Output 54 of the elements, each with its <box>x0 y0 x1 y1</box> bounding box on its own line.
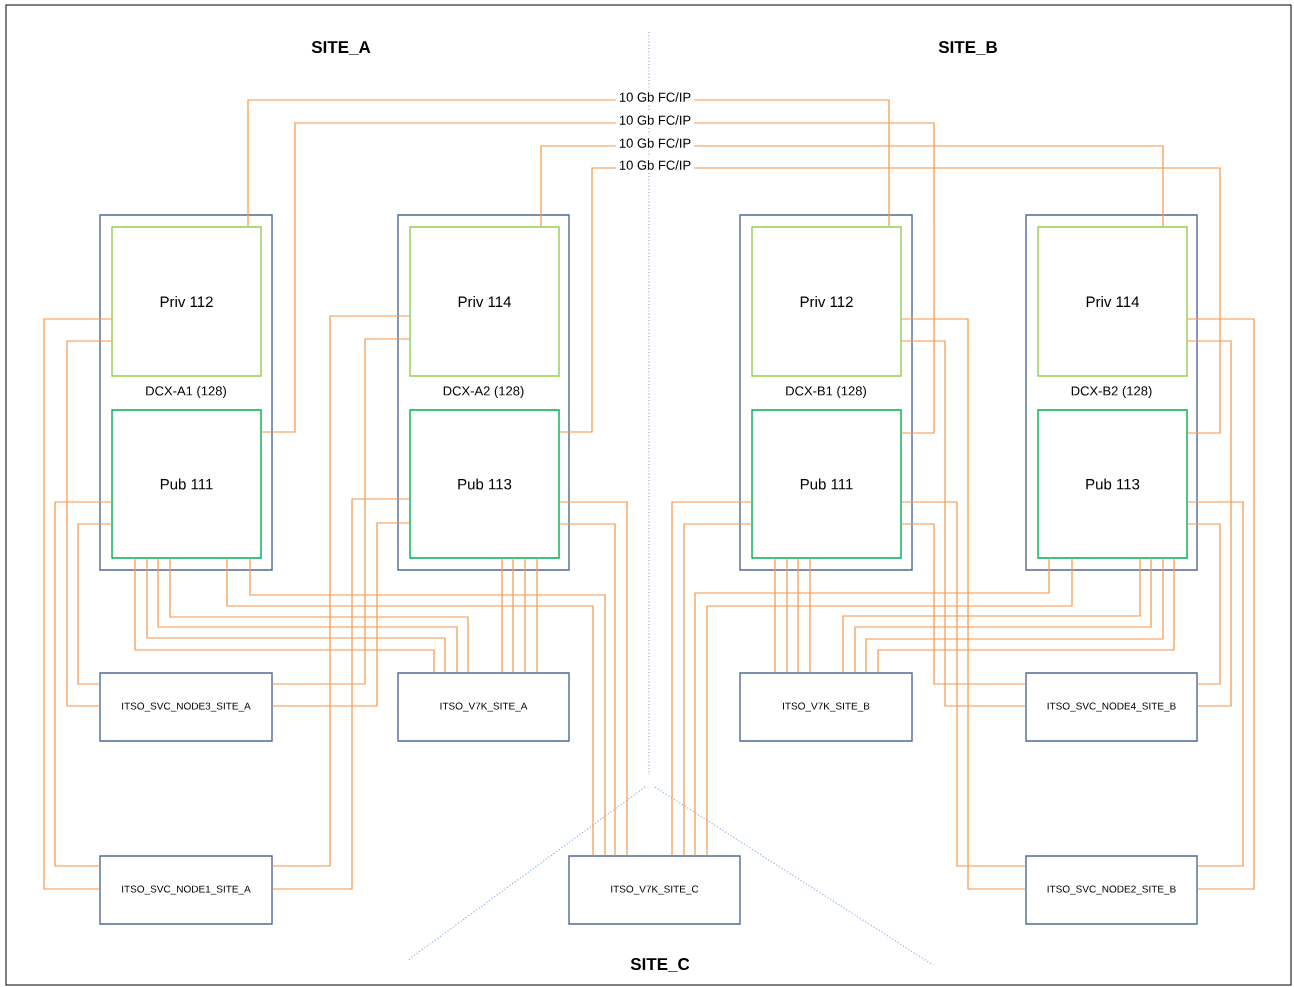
cable-line <box>671 501 752 856</box>
storage-box: ITSO_V7K_SITE_A <box>397 672 570 742</box>
storage-box: ITSO_V7K_SITE_B <box>739 672 913 742</box>
cable-line <box>247 99 890 227</box>
cable-line <box>272 522 410 707</box>
port-group-box: Priv 114 <box>1037 226 1188 377</box>
cable-line <box>43 318 112 890</box>
cable-line <box>786 558 788 673</box>
cable-line <box>797 558 799 673</box>
cable-line <box>54 501 112 867</box>
cable-line <box>512 558 514 673</box>
storage-box: ITSO_SVC_NODE1_SITE_A <box>99 855 273 925</box>
port-group-box: Priv 114 <box>409 226 560 377</box>
cable-line <box>1187 318 1255 890</box>
cable-line <box>66 340 112 707</box>
cable-line <box>536 558 538 673</box>
cable-line <box>559 523 616 856</box>
port-group-box: Priv 112 <box>751 226 902 377</box>
cable-line <box>540 145 1164 227</box>
cable-line <box>272 315 410 867</box>
port-group-box: Pub 111 <box>751 409 902 559</box>
port-group-box: Priv 112 <box>111 226 262 377</box>
port-group-box: Pub 113 <box>409 409 560 559</box>
cable-line <box>272 498 410 890</box>
storage-box: ITSO_V7K_SITE_C <box>568 855 741 925</box>
cable-line <box>683 523 752 856</box>
cable-line <box>1187 340 1232 707</box>
edge-label: 10 Gb FC/IP <box>615 112 695 128</box>
cable-line <box>524 558 526 673</box>
cable-line <box>77 523 112 685</box>
cable-line <box>501 558 503 673</box>
storage-box: ITSO_SVC_NODE4_SITE_B <box>1025 672 1198 742</box>
cable-line <box>901 340 1026 707</box>
cable-line <box>272 338 410 685</box>
cable-line <box>559 501 628 856</box>
cable-line <box>809 558 811 673</box>
edge-label: 10 Gb FC/IP <box>615 89 695 105</box>
site-label: SITE_B <box>938 41 997 55</box>
site-label: SITE_A <box>311 41 371 55</box>
storage-box: ITSO_SVC_NODE3_SITE_A <box>99 672 273 742</box>
cable-line <box>559 167 1221 434</box>
cable-line <box>901 523 1026 685</box>
cable-line <box>261 122 935 434</box>
cable-line <box>774 558 776 673</box>
port-group-box: Pub 111 <box>111 409 262 559</box>
site-label: SITE_C <box>630 958 690 972</box>
port-group-box: Pub 113 <box>1037 409 1188 559</box>
edge-label: 10 Gb FC/IP <box>615 135 695 151</box>
cable-line <box>1187 501 1244 867</box>
storage-box: ITSO_SVC_NODE2_SITE_B <box>1025 855 1198 925</box>
cable-line <box>1187 523 1221 685</box>
cable-line <box>901 501 1026 867</box>
edge-label: 10 Gb FC/IP <box>615 157 695 173</box>
cable-line <box>901 318 1026 890</box>
